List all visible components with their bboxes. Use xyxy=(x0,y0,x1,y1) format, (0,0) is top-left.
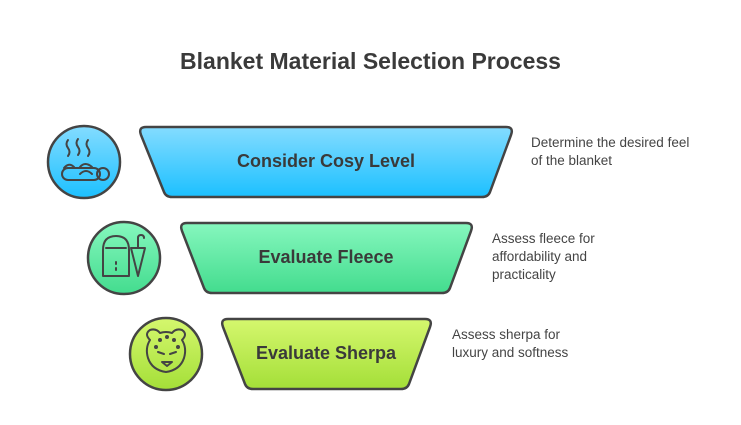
raincoat-umbrella-icon xyxy=(102,234,146,277)
step-3-description: Assess sherpa for luxury and softness xyxy=(452,327,569,360)
step-3-label: Evaluate Sherpa xyxy=(255,343,397,363)
leopard-icon xyxy=(145,328,187,373)
funnel-stage-1 xyxy=(138,125,514,199)
diagram-title: Blanket Material Selection Process xyxy=(180,48,561,74)
step-1-description: Determine the desired feel of the blanke… xyxy=(531,135,690,168)
sleeping-bag-icon xyxy=(61,138,110,181)
step-2-icon-circle xyxy=(86,220,162,296)
step-1-icon-circle xyxy=(46,124,122,200)
step-2-description: Assess fleece for affordability and prac… xyxy=(492,231,595,282)
step-3-icon-circle xyxy=(128,316,204,392)
step-1-label: Consider Cosy Level xyxy=(236,151,416,171)
step-2-label: Evaluate Fleece xyxy=(258,247,394,267)
funnel-stage-3 xyxy=(220,317,433,391)
funnel-stage-2 xyxy=(179,221,474,295)
